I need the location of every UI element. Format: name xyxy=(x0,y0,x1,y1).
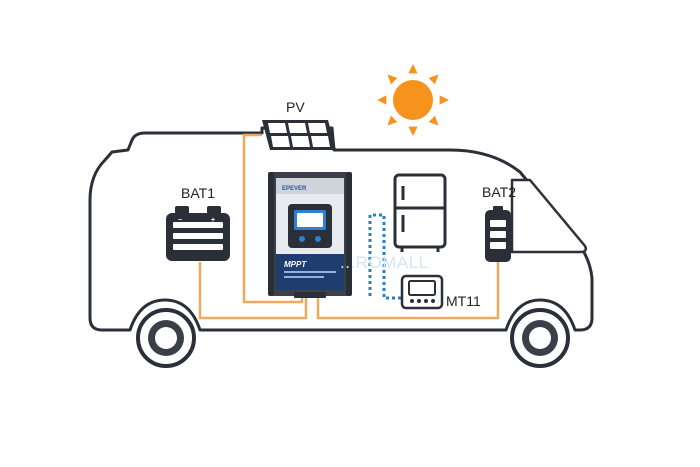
svg-text:+: + xyxy=(211,217,215,224)
sun-core xyxy=(393,80,433,120)
sun-ray xyxy=(439,95,449,105)
label-bat1: BAT1 xyxy=(181,185,215,201)
svg-text:−: − xyxy=(178,217,182,224)
front-wheel xyxy=(510,308,570,368)
label-bat2: BAT2 xyxy=(482,184,516,200)
battery-bat1-icon: − + xyxy=(166,206,230,261)
charge-controller-icon: EPEVER MPPT xyxy=(268,172,352,298)
sun-ray xyxy=(428,115,439,126)
battery-bat2-icon xyxy=(485,206,511,262)
power-wiring xyxy=(198,133,500,320)
sun-ray xyxy=(377,95,387,105)
sun-ray xyxy=(428,74,439,85)
solar-panel-icon xyxy=(262,120,336,150)
front-window xyxy=(510,178,588,254)
rear-wheel xyxy=(136,308,196,368)
refrigerator-icon xyxy=(393,173,447,252)
sun-ray xyxy=(408,64,418,74)
mt11-meter-icon xyxy=(400,274,444,310)
sun-ray xyxy=(408,126,418,136)
label-mt11: MT11 xyxy=(446,293,481,309)
watermark-text: ...ROMALL xyxy=(340,253,429,272)
controller-brand: EPEVER xyxy=(282,186,307,192)
sun-icon xyxy=(377,64,449,136)
label-pv: PV xyxy=(286,99,305,115)
controller-model: MPPT xyxy=(284,260,307,269)
sun-ray xyxy=(387,74,398,85)
sun-ray xyxy=(387,115,398,126)
data-wiring xyxy=(368,213,402,300)
